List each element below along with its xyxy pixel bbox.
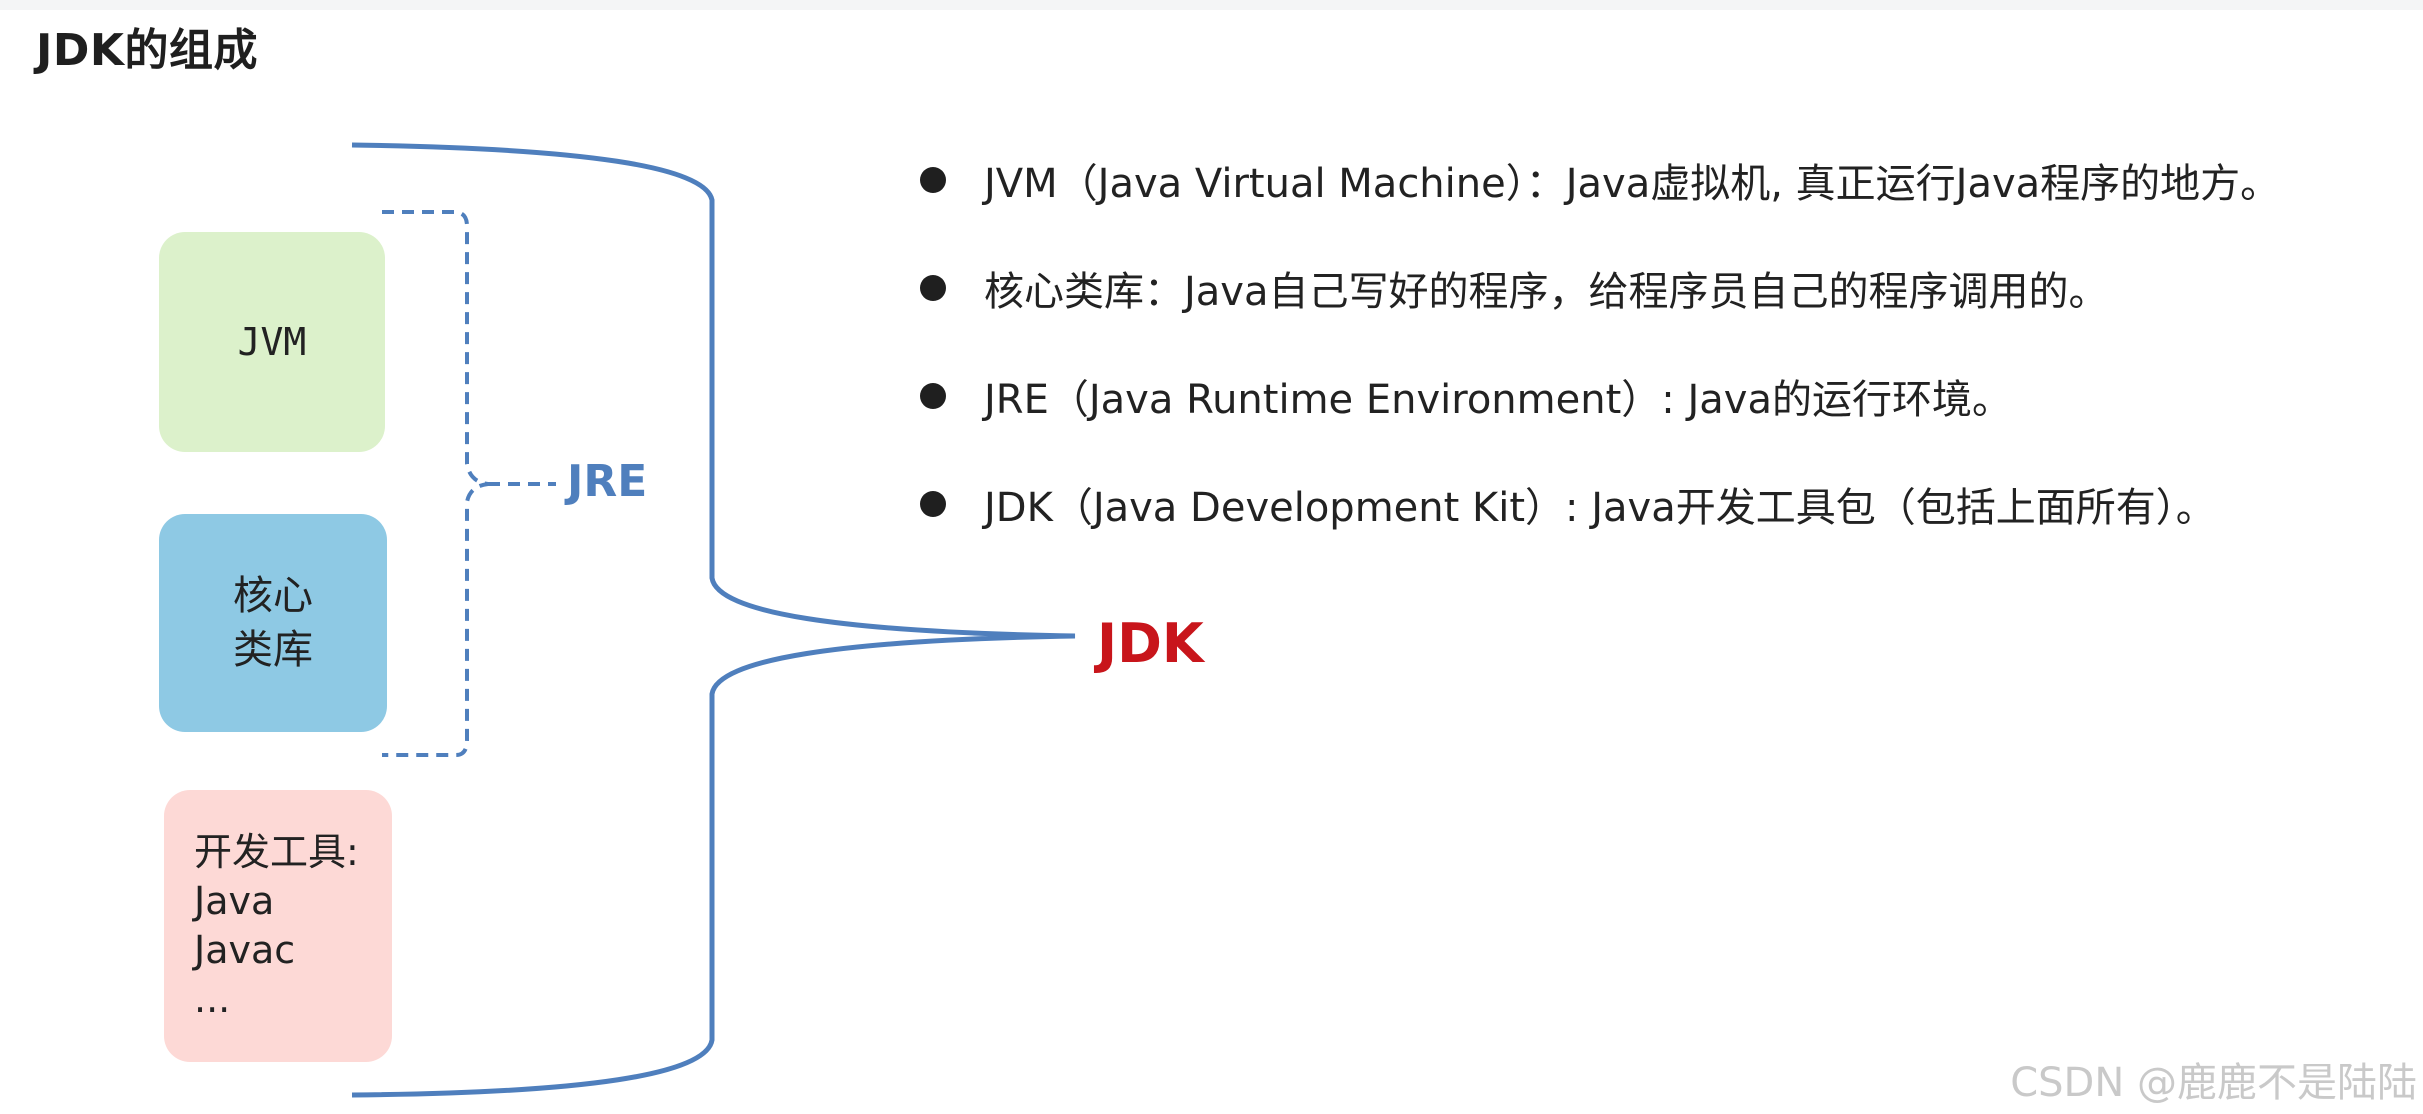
list-item: JDK（Java Development Kit）: Java开发工具包（包括上… <box>920 450 2410 558</box>
dev-tools-line-3: Javac <box>194 928 296 972</box>
jre-bracket-line <box>382 210 489 757</box>
dev-tools-line-2: Java <box>194 879 275 923</box>
list-item: JRE（Java Runtime Environment）: Java的运行环境… <box>920 342 2410 450</box>
definition-jdk: JDK（Java Development Kit）: Java开发工具包（包括上… <box>984 485 2216 531</box>
dev-tools-line-4: ... <box>194 977 231 1021</box>
bullet-dot-icon <box>920 383 946 409</box>
page-title: JDK的组成 <box>36 25 258 76</box>
jvm-box: JVM <box>159 232 385 452</box>
definition-list: JVM（Java Virtual Machine）：Java虚拟机, 真正运行J… <box>920 126 2410 558</box>
top-strip <box>0 0 2423 10</box>
jdk-bracket-line <box>351 142 1076 1098</box>
definition-jre: JRE（Java Runtime Environment）: Java的运行环境… <box>984 377 2012 423</box>
jvm-box-label: JVM <box>237 320 307 364</box>
jre-label: JRE <box>567 456 648 507</box>
core-library-line-2: 类库 <box>233 627 313 673</box>
jdk-label: JDK <box>1097 612 1204 675</box>
bullet-dot-icon <box>920 491 946 517</box>
bullet-dot-icon <box>920 167 946 193</box>
definition-jvm: JVM（Java Virtual Machine）：Java虚拟机, 真正运行J… <box>984 161 2281 207</box>
dev-tools-box: 开发工具: Java Javac ... <box>164 790 392 1062</box>
definition-core-library: 核心类库：Java自己写好的程序，给程序员自己的程序调用的。 <box>984 269 2109 315</box>
watermark: CSDN @鹿鹿不是陆陆 <box>2010 1060 2417 1106</box>
core-library-box: 核心 类库 <box>159 514 387 732</box>
dev-tools-line-1: 开发工具: <box>194 830 359 874</box>
list-item: JVM（Java Virtual Machine）：Java虚拟机, 真正运行J… <box>920 126 2410 234</box>
core-library-line-1: 核心 <box>233 573 313 619</box>
list-item: 核心类库：Java自己写好的程序，给程序员自己的程序调用的。 <box>920 234 2410 342</box>
bullet-dot-icon <box>920 275 946 301</box>
